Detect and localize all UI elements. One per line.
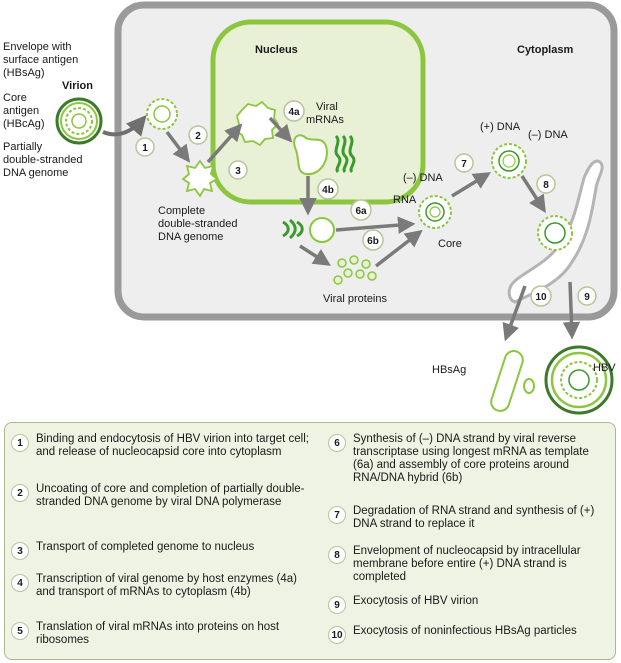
legend-step-text: Transport of completed genome to nucleus xyxy=(36,541,255,553)
badge-4a: 4a xyxy=(283,100,305,122)
label-minus-dna-core: (–) DNA xyxy=(403,172,443,184)
badge-6a: 6a xyxy=(350,199,372,221)
svg-text:3: 3 xyxy=(235,166,241,177)
label-partial-genome: Partially double-stranded DNA genome xyxy=(3,141,86,179)
arrow-endocytosis xyxy=(102,114,147,137)
legend-step-number: 6 xyxy=(328,434,346,452)
arrow-to-proteins xyxy=(299,244,331,266)
hbsag-filament xyxy=(490,350,524,412)
nucleocapsid-core-1 xyxy=(146,98,178,130)
label-viral-proteins: Viral proteins xyxy=(323,293,387,305)
legend-step-number: 5 xyxy=(11,622,29,640)
svg-text:1: 1 xyxy=(142,143,148,154)
badge-8: 8 xyxy=(536,174,556,194)
cytoplasm-mrna-strands xyxy=(282,218,304,240)
hbv-replication-diagram: Envelope with surface antigen (HBsAg) Vi… xyxy=(3,1,618,415)
label-viral-mrnas: Viral mRNAs xyxy=(306,101,344,126)
legend-step-number: 8 xyxy=(328,546,346,564)
label-hbv: HBV xyxy=(593,362,616,374)
badge-4b: 4b xyxy=(317,178,339,200)
arrow-transcription xyxy=(268,116,293,143)
label-nucleus: Nucleus xyxy=(255,44,298,56)
legend-step-2: 2 Uncoating of core and completion of pa… xyxy=(11,483,311,509)
hbv-virion-released xyxy=(544,345,614,415)
legend-step-9: 9 Exocytosis of HBV virion xyxy=(328,595,478,614)
badge-7: 7 xyxy=(454,153,474,173)
legend-step-7: 7 Degradation of RNA strand and synthesi… xyxy=(328,505,612,531)
core-assembly xyxy=(418,195,452,229)
legend-step-5: 5 Translation of viral mRNAs into protei… xyxy=(11,621,311,647)
core-plus-dna xyxy=(491,143,527,179)
svg-text:6a: 6a xyxy=(355,206,367,217)
legend-step-text: Exocytosis of noninfectious HBsAg partic… xyxy=(353,625,577,637)
transcription-complex xyxy=(293,134,328,176)
legend-step-text: Translation of viral mRNAs into proteins… xyxy=(36,621,280,646)
legend-step-number: 10 xyxy=(328,626,346,644)
arrow-to-nucleus xyxy=(206,123,243,164)
badge-3: 3 xyxy=(228,160,248,180)
label-minus-dna: (–) DNA xyxy=(528,129,568,141)
label-core-antigen: Core antigen (HBcAg) xyxy=(3,92,45,130)
badge-10: 10 xyxy=(530,285,552,307)
viral-mrna-strands xyxy=(334,134,356,174)
arrow-10 xyxy=(502,285,527,342)
svg-text:4a: 4a xyxy=(288,107,300,118)
legend-step-number: 3 xyxy=(11,542,29,560)
label-rna: RNA xyxy=(393,194,417,206)
legend-step-text: Exocytosis of HBV virion xyxy=(353,595,479,607)
badge-1: 1 xyxy=(135,137,155,157)
ribosome xyxy=(309,217,335,243)
hbsag-sphere xyxy=(523,378,535,394)
legend-step-number: 9 xyxy=(328,596,346,614)
legend-step-text: Binding and endocytosis of HBV virion in… xyxy=(36,433,309,458)
arrow-7 xyxy=(451,172,491,198)
arrow-9 xyxy=(562,281,581,340)
legend-step-1: 1 Binding and endocytosis of HBV virion … xyxy=(11,433,311,459)
legend-step-10: 10 Exocytosis of noninfectious HBsAg par… xyxy=(328,625,577,644)
badge-2: 2 xyxy=(188,125,208,145)
legend-step-text: Synthesis of (–) DNA strand by viral rev… xyxy=(353,433,589,484)
steps-legend: 1 Binding and endocytosis of HBV virion … xyxy=(4,422,616,660)
legend-step-text: Transcription of viral genome by host en… xyxy=(36,573,297,598)
svg-text:2: 2 xyxy=(195,131,201,142)
svg-text:7: 7 xyxy=(461,159,467,170)
legend-step-number: 1 xyxy=(11,434,29,452)
arrow-6b xyxy=(374,229,423,268)
nucleus xyxy=(210,19,426,205)
legend-step-number: 2 xyxy=(11,484,29,502)
legend-step-8: 8 Envelopment of nucleocapsid by intrace… xyxy=(328,545,612,584)
viral-proteins-dots xyxy=(333,255,377,285)
label-envelope: Envelope with surface antigen (HBsAg) xyxy=(3,41,81,79)
arrow-uncoating xyxy=(165,130,191,163)
label-hbsag: HBsAg xyxy=(432,364,466,376)
label-virion: Virion xyxy=(62,80,93,92)
legend-step-number: 4 xyxy=(11,574,29,592)
arrow-8 xyxy=(520,175,546,213)
svg-text:9: 9 xyxy=(584,292,590,303)
label-complete-genome: Complete double-stranded DNA genome xyxy=(158,205,241,243)
legend-step-text: Degradation of RNA strand and synthesis … xyxy=(353,505,595,530)
legend-step-text: Uncoating of core and completion of part… xyxy=(36,483,305,508)
uncoated-genome xyxy=(181,159,219,198)
label-core: Core xyxy=(438,238,462,250)
badge-9: 9 xyxy=(577,286,597,306)
svg-text:8: 8 xyxy=(543,180,549,191)
arrow-6a xyxy=(335,216,416,234)
legend-step-4: 4 Transcription of viral genome by host … xyxy=(11,573,311,599)
svg-text:4b: 4b xyxy=(322,185,334,196)
legend-step-text: Envelopment of nucleocapsid by intracell… xyxy=(353,545,581,583)
legend-step-3: 3 Transport of completed genome to nucle… xyxy=(11,541,254,560)
core-envelopment xyxy=(537,215,573,251)
intracellular-membrane xyxy=(507,159,604,304)
label-plus-dna: (+) DNA xyxy=(480,121,521,133)
svg-text:6b: 6b xyxy=(367,236,379,247)
svg-text:10: 10 xyxy=(535,292,547,303)
legend-step-6: 6 Synthesis of (–) DNA strand by viral r… xyxy=(328,433,612,485)
badge-6b: 6b xyxy=(362,229,384,251)
label-cytoplasm: Cytoplasm xyxy=(517,44,573,56)
legend-step-number: 7 xyxy=(328,506,346,524)
hbv-virion-outside xyxy=(55,97,103,145)
